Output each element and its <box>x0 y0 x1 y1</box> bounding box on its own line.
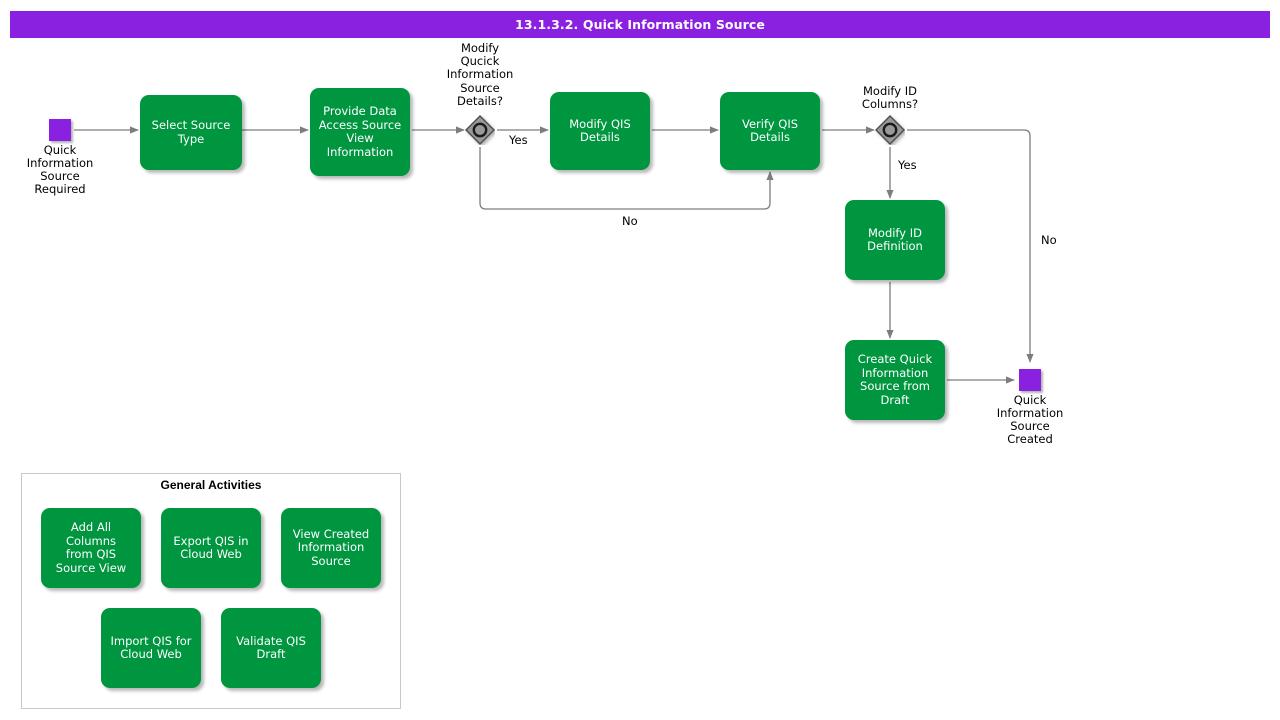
activity-view-created-information-source[interactable]: View Created Information Source <box>281 508 381 588</box>
task-label: Create Quick Information Source from Dra… <box>857 352 933 407</box>
activity-export-qis-in-cloud-web[interactable]: Export QIS in Cloud Web <box>161 508 261 588</box>
flow-label-gateway1-no: No <box>622 214 638 228</box>
end-event-label: Quick Information Source Created <box>996 393 1064 446</box>
gateway-modify-id-columns-label: Modify ID Columns? <box>861 84 919 112</box>
task-provide-data-access-source-view-information[interactable]: Provide Data Access Source View Informat… <box>310 88 410 176</box>
task-label: Verify QIS Details <box>741 116 799 144</box>
page-title: 13.1.3.2. Quick Information Source <box>515 17 765 32</box>
inclusive-gateway-icon <box>875 115 905 145</box>
task-label: Modify ID Definition <box>867 225 923 253</box>
task-create-quick-information-source-from-draft[interactable]: Create Quick Information Source from Dra… <box>845 340 945 420</box>
activity-add-all-columns-from-qis-source-view[interactable]: Add All Columns from QIS Source View <box>41 508 141 588</box>
gateway-modify-qis-details-label: Modify Qucick Information Source Details… <box>446 41 514 108</box>
activity-import-qis-for-cloud-web[interactable]: Import QIS for Cloud Web <box>101 608 201 688</box>
activity-validate-qis-draft[interactable]: Validate QIS Draft <box>221 608 321 688</box>
task-modify-id-definition[interactable]: Modify ID Definition <box>845 200 945 280</box>
task-label: Modify QIS Details <box>569 116 631 144</box>
task-label: Validate QIS Draft <box>236 633 306 661</box>
task-modify-qis-details[interactable]: Modify QIS Details <box>550 92 650 170</box>
task-label: Import QIS for Cloud Web <box>110 633 192 661</box>
task-label: Add All Columns from QIS Source View <box>55 520 127 575</box>
page-title-bar: 13.1.3.2. Quick Information Source <box>10 11 1270 38</box>
flow-label-gateway1-yes: Yes <box>509 133 528 147</box>
start-event-label: Quick Information Source Required <box>26 143 94 196</box>
task-label: View Created Information Source <box>292 526 370 568</box>
task-select-source-type[interactable]: Select Source Type <box>140 95 242 170</box>
inclusive-gateway-icon <box>465 115 495 145</box>
flow-label-gateway2-yes: Yes <box>898 158 917 172</box>
general-activities-panel: General Activities Add All Columns from … <box>21 473 401 709</box>
start-event[interactable] <box>49 119 71 141</box>
end-event[interactable] <box>1019 369 1041 391</box>
general-activities-title: General Activities <box>160 478 262 492</box>
gateway-modify-id-columns[interactable] <box>875 115 905 145</box>
flow-label-gateway2-no: No <box>1041 233 1057 247</box>
task-label: Export QIS in Cloud Web <box>173 533 249 561</box>
task-label: Provide Data Access Source View Informat… <box>318 104 402 159</box>
task-verify-qis-details[interactable]: Verify QIS Details <box>720 92 820 170</box>
task-label: Select Source Type <box>151 118 231 146</box>
gateway-modify-qis-details[interactable] <box>465 115 495 145</box>
